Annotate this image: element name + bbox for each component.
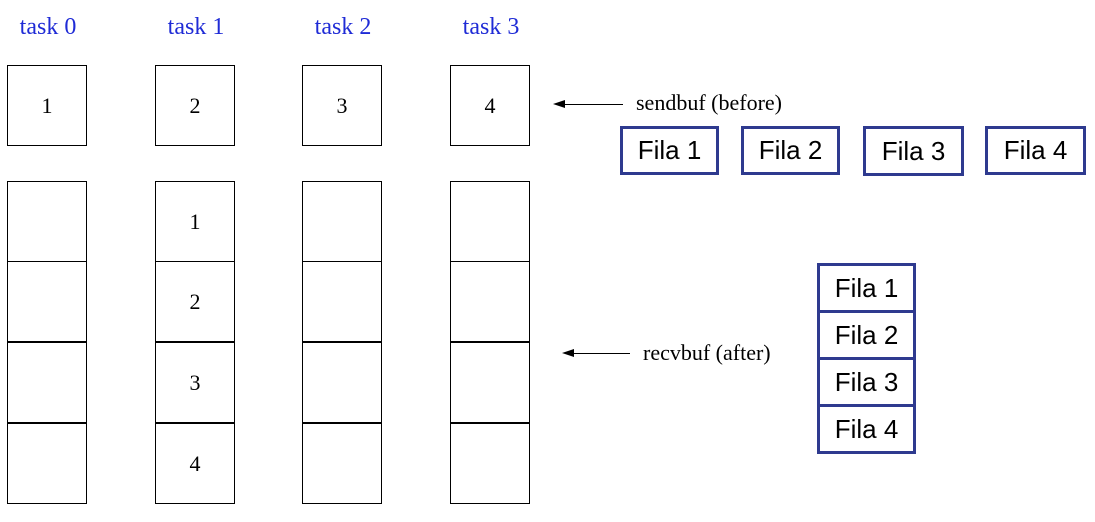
recvbuf-cell-task1-3: 4 — [155, 423, 235, 504]
recv-fila-1: Fila 1 — [817, 263, 916, 313]
sendbuf-arrowhead-icon — [553, 100, 565, 108]
task-label-2: task 2 — [314, 14, 372, 40]
recvbuf-cell-task0-3 — [7, 423, 87, 504]
recvbuf-cell-task1-1: 2 — [155, 261, 235, 342]
recvbuf-cell-task0-1 — [7, 261, 87, 342]
recvbuf-annotation: recvbuf (after) — [643, 340, 771, 365]
task-label-1: task 1 — [167, 14, 225, 40]
send-fila-2: Fila 2 — [741, 126, 840, 175]
recvbuf-cell-task2-3 — [302, 423, 382, 504]
recvbuf-cell-task1-2: 3 — [155, 342, 235, 423]
recv-fila-4: Fila 4 — [817, 404, 916, 454]
recvbuf-cell-task0-2 — [7, 342, 87, 423]
recvbuf-cell-task2-2 — [302, 342, 382, 423]
recvbuf-cell-task3-1 — [450, 261, 530, 342]
sendbuf-cell-task0: 1 — [7, 65, 87, 146]
sendbuf-cell-task1: 2 — [155, 65, 235, 146]
task-label-3: task 3 — [462, 14, 520, 40]
recvbuf-cell-task0-0 — [7, 181, 87, 262]
recvbuf-cell-task2-1 — [302, 261, 382, 342]
send-fila-3: Fila 3 — [863, 126, 964, 176]
recvbuf-arrow-line — [572, 353, 630, 354]
recvbuf-cell-task3-2 — [450, 342, 530, 423]
recvbuf-cell-task3-3 — [450, 423, 530, 504]
sendbuf-cell-task3: 4 — [450, 65, 530, 146]
recvbuf-arrowhead-icon — [562, 349, 574, 357]
send-fila-1: Fila 1 — [620, 126, 719, 175]
recvbuf-cell-task1-0: 1 — [155, 181, 235, 262]
sendbuf-annotation: sendbuf (before) — [636, 90, 782, 115]
recv-fila-3: Fila 3 — [817, 357, 916, 407]
task-label-0: task 0 — [19, 14, 77, 40]
sendbuf-arrow-line — [563, 104, 623, 105]
send-fila-4: Fila 4 — [985, 126, 1086, 175]
recv-fila-2: Fila 2 — [817, 310, 916, 360]
recvbuf-cell-task2-0 — [302, 181, 382, 262]
sendbuf-cell-task2: 3 — [302, 65, 382, 146]
recvbuf-cell-task3-0 — [450, 181, 530, 262]
